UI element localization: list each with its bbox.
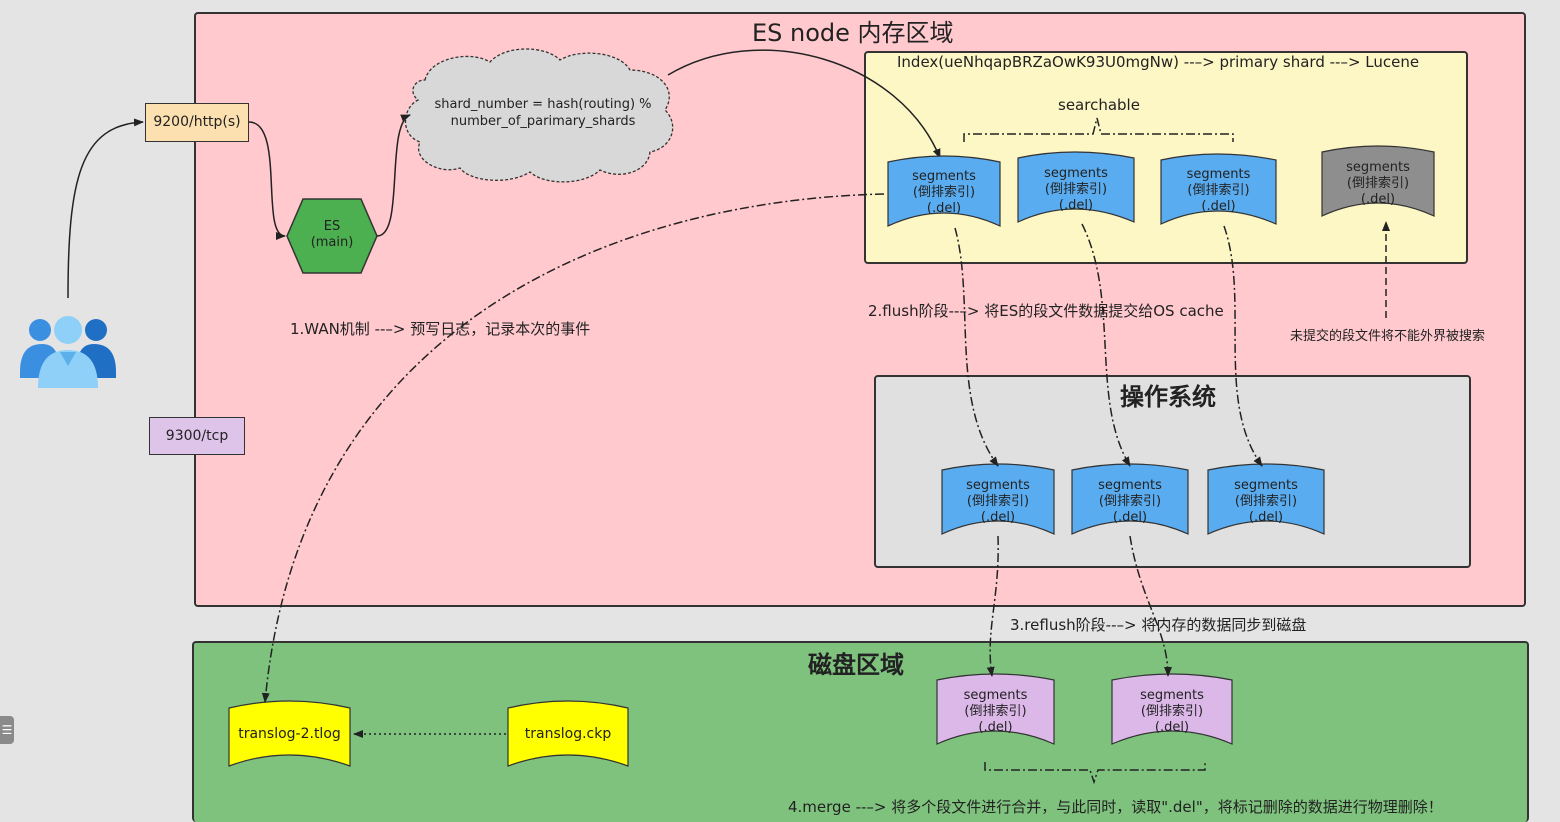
os-segment-3: segments (倒排索引) (.del) bbox=[1208, 478, 1324, 526]
step-refresh-label: 3.reflush阶段--–> 将内存的数据同步到磁盘 bbox=[1010, 616, 1307, 634]
os-segment-2: segments (倒排索引) (.del) bbox=[1072, 478, 1188, 526]
segment-subtitle: (倒排索引) bbox=[1044, 182, 1108, 197]
http-port-box: 9200/http(s) bbox=[145, 103, 249, 142]
segment-title: segments bbox=[912, 169, 976, 184]
es-main-label: ES bbox=[323, 219, 341, 234]
os-segment-1: segments (倒排索引) (.del) bbox=[942, 478, 1054, 526]
disk-title: 磁盘区域 bbox=[808, 651, 904, 679]
es-node-title: ES node 内存区域 bbox=[752, 19, 954, 47]
tcp-port-box: 9300/tcp bbox=[149, 417, 245, 455]
segment-title: segments bbox=[1140, 688, 1204, 703]
es-main-node: ES (main) bbox=[303, 219, 361, 251]
side-panel-toggle[interactable]: ☰ bbox=[0, 716, 14, 744]
segment-title: segments bbox=[966, 478, 1030, 493]
unsubmitted-note: 未提交的段文件将不能外界被搜索 bbox=[1290, 329, 1486, 344]
disk-segment-2: segments (倒排索引) (.del) bbox=[1112, 688, 1232, 736]
index-title: Index(ueNhqapBRZaOwK93U0mgNw) --–> prima… bbox=[897, 53, 1420, 71]
unsubmitted-segment: segments (倒排索引) (.del) bbox=[1322, 160, 1434, 208]
segment-subtitle: (倒排索引) bbox=[1098, 494, 1162, 509]
segment-del: (.del) bbox=[1360, 192, 1396, 207]
os-title: 操作系统 bbox=[1120, 383, 1216, 411]
segment-title: segments bbox=[1234, 478, 1298, 493]
step-wal-label: 1.WAN机制 --–> 预写日志，记录本次的事件 bbox=[290, 320, 591, 338]
segment-subtitle: (倒排索引) bbox=[966, 494, 1030, 509]
routing-cloud: shard_number = hash(routing) % number_of… bbox=[430, 96, 656, 130]
translog-tlog-file: translog-2.tlog bbox=[238, 726, 341, 742]
routing-cloud-shape bbox=[405, 48, 674, 183]
searchable-label: searchable bbox=[1058, 96, 1140, 114]
segment-subtitle: (倒排索引) bbox=[1187, 183, 1250, 198]
segment-title: segments bbox=[1346, 160, 1410, 175]
step-flush-label: 2.flush阶段--–> 将ES的段文件数据提交给OS cache bbox=[868, 302, 1224, 320]
segment-del: (.del) bbox=[1201, 199, 1236, 214]
routing-formula-line2: number_of_parimary_shards bbox=[450, 114, 636, 129]
index-segments bbox=[887, 145, 1435, 227]
disk-region bbox=[192, 641, 1529, 822]
segment-subtitle: (倒排索引) bbox=[1346, 176, 1410, 191]
segment-subtitle: (倒排索引) bbox=[912, 185, 976, 200]
users-icon bbox=[20, 316, 116, 388]
segment-del: (.del) bbox=[926, 201, 962, 216]
segment-subtitle: (倒排索引) bbox=[1140, 704, 1204, 719]
segment-title: segments bbox=[1098, 478, 1162, 493]
segment-subtitle: (倒排索引) bbox=[964, 704, 1027, 719]
translog-ckp-file: translog.ckp bbox=[524, 726, 612, 742]
disk-segment-1: segments (倒排索引) (.del) bbox=[937, 688, 1054, 736]
segment-del: (.del) bbox=[1112, 510, 1148, 525]
segment-del: (.del) bbox=[980, 510, 1016, 525]
disk-segments bbox=[936, 673, 1233, 745]
routing-formula-line1: shard_number = hash(routing) % bbox=[434, 97, 652, 112]
segment-del: (.del) bbox=[978, 720, 1013, 735]
step-merge-label: 4.merge --–> 将多个段文件进行合并，与此同时，读取".del"，将标… bbox=[788, 798, 1443, 816]
segment-title: segments bbox=[1044, 166, 1108, 181]
translog-files bbox=[228, 700, 629, 767]
segment-title: segments bbox=[963, 688, 1028, 703]
es-main-sublabel: (main) bbox=[310, 235, 354, 250]
segment-subtitle: (倒排索引) bbox=[1234, 494, 1298, 509]
os-segments bbox=[941, 463, 1325, 535]
segment-del: (.del) bbox=[1248, 510, 1284, 525]
index-segment-2: segments (倒排索引) (.del) bbox=[1018, 166, 1134, 214]
index-segment-1: segments (倒排索引) (.del) bbox=[888, 169, 1000, 217]
index-segment-3: segments (倒排索引) (.del) bbox=[1161, 167, 1276, 215]
segment-del: (.del) bbox=[1058, 198, 1094, 213]
segment-del: (.del) bbox=[1154, 720, 1190, 735]
segment-title: segments bbox=[1186, 167, 1251, 182]
